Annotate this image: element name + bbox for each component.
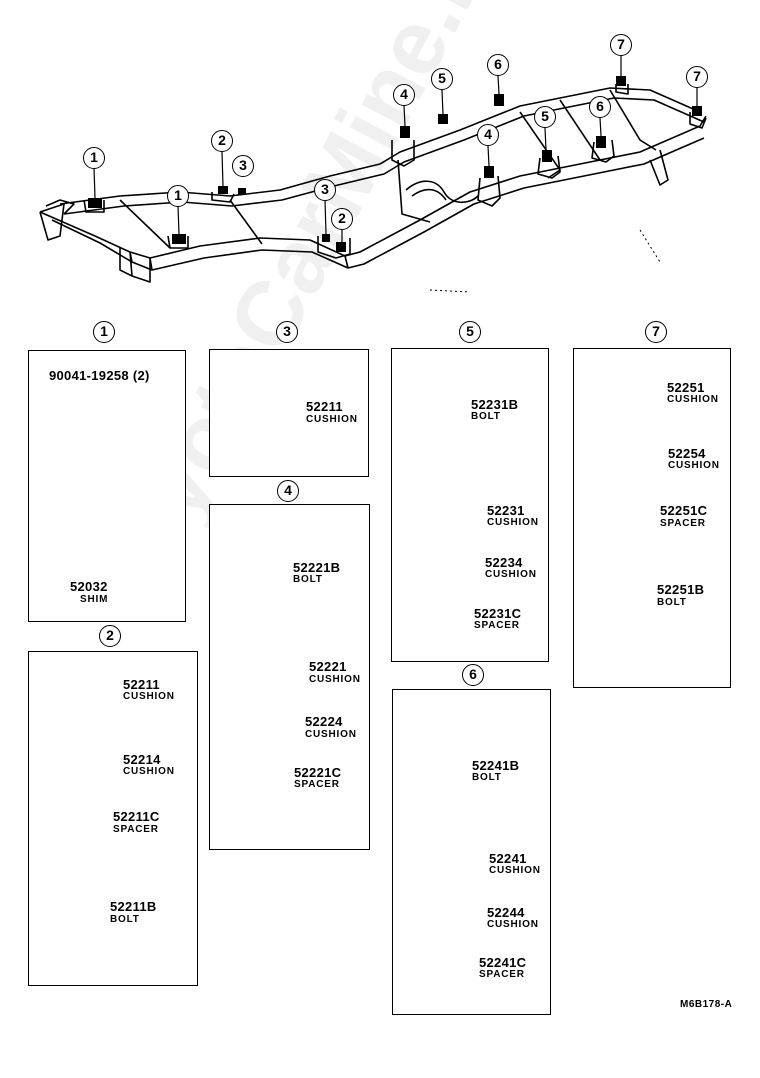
frame-callout-4a: 4 xyxy=(393,84,415,106)
frame-callout-6a: 6 xyxy=(487,54,509,76)
frame-callout-3a: 3 xyxy=(232,155,254,177)
g7-cushion1-part-number: 52251 xyxy=(667,380,705,395)
g6-spacer-name: SPACER xyxy=(479,969,525,980)
g2-cushion1-part-number: 52211 xyxy=(123,677,160,692)
g7-bolt-name: BOLT xyxy=(657,597,687,608)
frame-callout-5a: 5 xyxy=(431,68,453,90)
g5-spacer-part-number: 52231C xyxy=(474,606,522,621)
drawing-code: M6B178-A xyxy=(680,999,733,1010)
group-1-number: 1 xyxy=(93,321,115,343)
g4-cushion1-name: CUSHION xyxy=(309,674,361,685)
g7-bolt-part-number: 52251B xyxy=(657,582,705,597)
frame-callout-4b: 4 xyxy=(477,124,499,146)
g7-cushion1-name: CUSHION xyxy=(667,394,719,405)
g4-spacer-name: SPACER xyxy=(294,779,340,790)
group-4-box xyxy=(209,504,370,850)
g1-bolt-part-number: 90041-19258 (2) xyxy=(49,368,150,383)
frame-callout-7a: 7 xyxy=(610,34,632,56)
group-2-number: 2 xyxy=(99,625,121,647)
group-3-box xyxy=(209,349,369,477)
g7-spacer-part-number: 52251C xyxy=(660,503,708,518)
g7-spacer-name: SPACER xyxy=(660,518,706,529)
group-1-box xyxy=(28,350,186,622)
frame-callout-5b: 5 xyxy=(534,106,556,128)
vehicle-frame-illustration xyxy=(39,56,707,293)
g7-cushion2-part-number: 52254 xyxy=(668,446,706,461)
group-6-box xyxy=(392,689,551,1015)
g2-bolt-part-number: 52211B xyxy=(110,899,157,914)
frame-callout-1b: 1 xyxy=(167,185,189,207)
group-7-box xyxy=(573,348,731,688)
g6-cushion2-part-number: 52244 xyxy=(487,905,525,920)
group-2-box xyxy=(28,651,198,986)
group-5-box xyxy=(391,348,549,662)
g6-spacer-part-number: 52241C xyxy=(479,955,527,970)
g7-cushion2-name: CUSHION xyxy=(668,460,720,471)
frame-callout-2a: 2 xyxy=(211,130,233,152)
g5-bolt-name: BOLT xyxy=(471,411,501,422)
g6-cushion2-name: CUSHION xyxy=(487,919,539,930)
g5-bolt-part-number: 52231B xyxy=(471,397,519,412)
frame-callout-2b: 2 xyxy=(331,208,353,230)
g2-spacer-name: SPACER xyxy=(113,824,159,835)
g4-cushion1-part-number: 52221 xyxy=(309,659,347,674)
g3-cushion-name: CUSHION xyxy=(306,414,358,425)
g5-cushion2-name: CUSHION xyxy=(485,569,537,580)
g6-cushion1-name: CUSHION xyxy=(489,865,541,876)
g1-shim-part-number: 52032 xyxy=(70,579,108,594)
g5-cushion2-part-number: 52234 xyxy=(485,555,523,570)
g6-bolt-name: BOLT xyxy=(472,772,502,783)
g5-cushion1-part-number: 52231 xyxy=(487,503,525,518)
g4-cushion2-name: CUSHION xyxy=(305,729,357,740)
g2-cushion1-name: CUSHION xyxy=(123,691,175,702)
g5-cushion1-name: CUSHION xyxy=(487,517,539,528)
frame-callout-1a: 1 xyxy=(83,147,105,169)
group-6-number: 6 xyxy=(462,664,484,686)
g3-cushion-part-number: 52211 xyxy=(306,399,343,414)
g2-spacer-part-number: 52211C xyxy=(113,809,160,824)
g2-bolt-name: BOLT xyxy=(110,914,140,925)
g4-bolt-part-number: 52221B xyxy=(293,560,341,575)
frame-callout-3b: 3 xyxy=(314,179,336,201)
group-3-number: 3 xyxy=(276,321,298,343)
group-5-number: 5 xyxy=(459,321,481,343)
g4-cushion2-part-number: 52224 xyxy=(305,714,343,729)
group-4-number: 4 xyxy=(277,480,299,502)
g2-cushion2-part-number: 52214 xyxy=(123,752,161,767)
group-7-number: 7 xyxy=(645,321,667,343)
g6-cushion1-part-number: 52241 xyxy=(489,851,527,866)
g4-spacer-part-number: 52221C xyxy=(294,765,342,780)
g6-bolt-part-number: 52241B xyxy=(472,758,520,773)
frame-callout-6b: 6 xyxy=(589,96,611,118)
frame-callout-7b: 7 xyxy=(686,66,708,88)
g5-spacer-name: SPACER xyxy=(474,620,520,631)
g2-cushion2-name: CUSHION xyxy=(123,766,175,777)
g1-shim-name: SHIM xyxy=(80,594,109,605)
g4-bolt-name: BOLT xyxy=(293,574,323,585)
